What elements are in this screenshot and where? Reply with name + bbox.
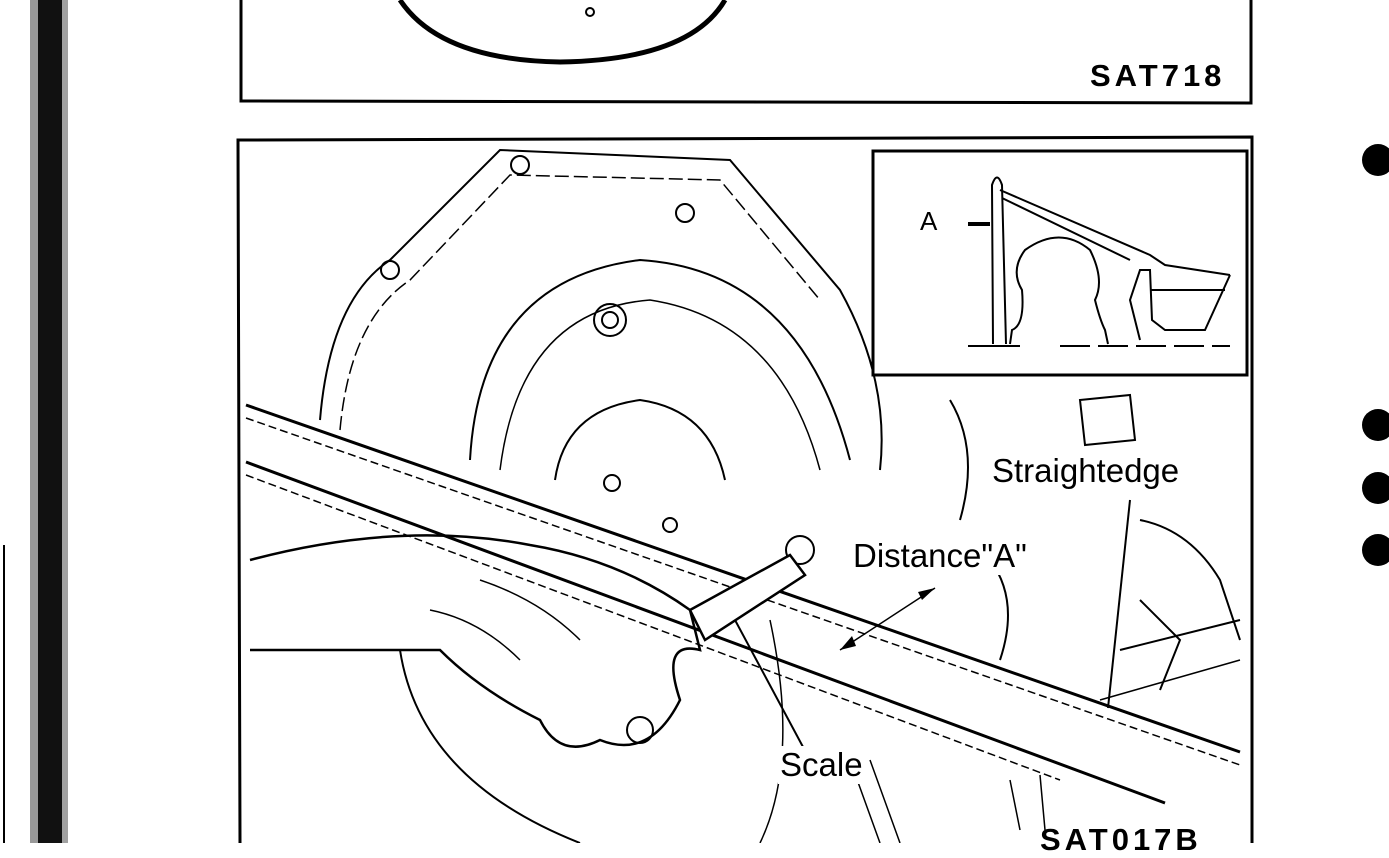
figure-code-sat718: SAT718 — [1090, 58, 1226, 93]
bullet-point — [1362, 534, 1389, 566]
figure-sat718 — [239, 0, 1253, 105]
bullet-point — [1362, 144, 1389, 176]
figure-code-sat017b: SAT017B — [1040, 822, 1202, 857]
callout-straightedge: Straightedge — [990, 452, 1182, 490]
figure-sat017b — [236, 135, 1254, 843]
callout-scale: Scale — [778, 746, 865, 784]
bullet-point — [1362, 472, 1389, 504]
inset-cross-section — [871, 149, 1249, 377]
scan-edge-shadow — [3, 0, 68, 843]
callout-distance-a: Distance"A" — [851, 537, 1029, 575]
inset-label-a: A — [920, 206, 938, 236]
bullet-point — [1362, 409, 1389, 441]
